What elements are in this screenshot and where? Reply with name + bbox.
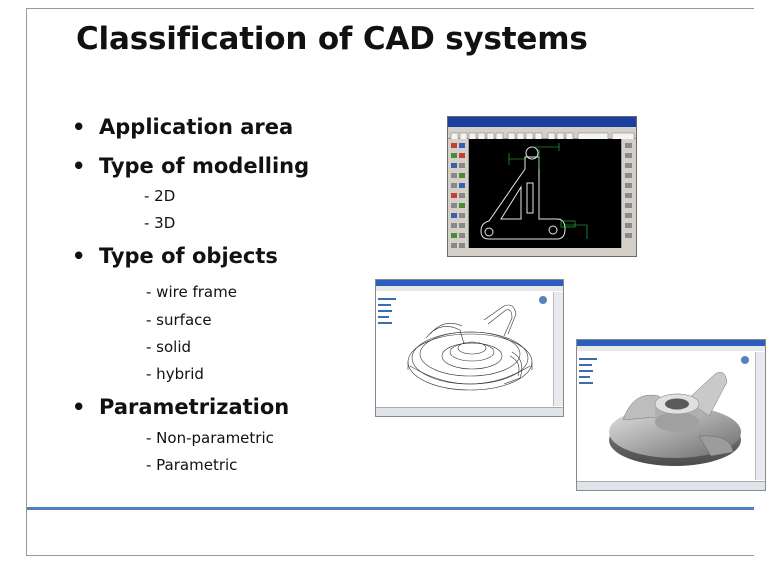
sub-item-surface: - surface (146, 311, 212, 329)
bullet-parametrization: • Parametrization (72, 395, 290, 419)
footer-accent-line (27, 507, 754, 510)
compass-icon (741, 356, 749, 364)
compass-icon (539, 296, 547, 304)
bullet-dot: • (72, 244, 86, 268)
slide-title: Classification of CAD systems (76, 21, 588, 57)
toolbar-icons (450, 132, 635, 141)
cad-2d-screenshot (447, 116, 637, 257)
right-toolbar (553, 292, 563, 406)
spec-tree (579, 354, 597, 414)
cad-wireframe-screenshot (375, 279, 564, 417)
bullet-type-of-objects: • Type of objects (72, 244, 278, 268)
bracket-drawing-icon (480, 143, 588, 240)
spec-tree (378, 294, 396, 354)
status-bar (448, 248, 636, 256)
bullet-application-area: • Application area (72, 115, 294, 139)
sub-item-hybrid: - hybrid (146, 365, 204, 383)
wireframe-part-icon (407, 304, 533, 391)
window-titlebar (448, 117, 636, 127)
bullet-label: Type of objects (99, 244, 278, 268)
bottom-toolbar (376, 407, 563, 416)
sub-item-wire-frame: - wire frame (146, 283, 237, 301)
slide: Classification of CAD systems • Applicat… (26, 8, 766, 556)
solid-part-icon (609, 372, 741, 466)
bullet-dot: • (72, 115, 86, 139)
tool-icons (451, 143, 465, 248)
tool-icons (625, 143, 632, 238)
bottom-toolbar (577, 481, 765, 490)
sub-item-3d: - 3D (144, 214, 176, 232)
bullet-label: Parametrization (99, 395, 290, 419)
menu-bar (376, 286, 563, 291)
bullet-type-of-modelling: • Type of modelling (72, 154, 310, 178)
left-toolbar (448, 139, 469, 256)
right-toolbar (621, 139, 636, 256)
bullet-dot: • (72, 154, 86, 178)
sub-item-non-parametric: - Non-parametric (146, 429, 274, 447)
drawing-canvas (469, 139, 621, 248)
sub-item-2d: - 2D (144, 187, 176, 205)
right-toolbar (755, 352, 765, 480)
bullet-dot: • (72, 395, 86, 419)
window-titlebar (376, 280, 563, 286)
window-titlebar (577, 340, 765, 346)
bullet-label: Application area (99, 115, 294, 139)
sub-item-parametric: - Parametric (146, 456, 238, 474)
cad-solid-screenshot (576, 339, 766, 491)
toolbar (448, 127, 636, 141)
sub-item-solid: - solid (146, 338, 192, 356)
menu-bar (577, 346, 765, 351)
bullet-label: Type of modelling (99, 154, 310, 178)
